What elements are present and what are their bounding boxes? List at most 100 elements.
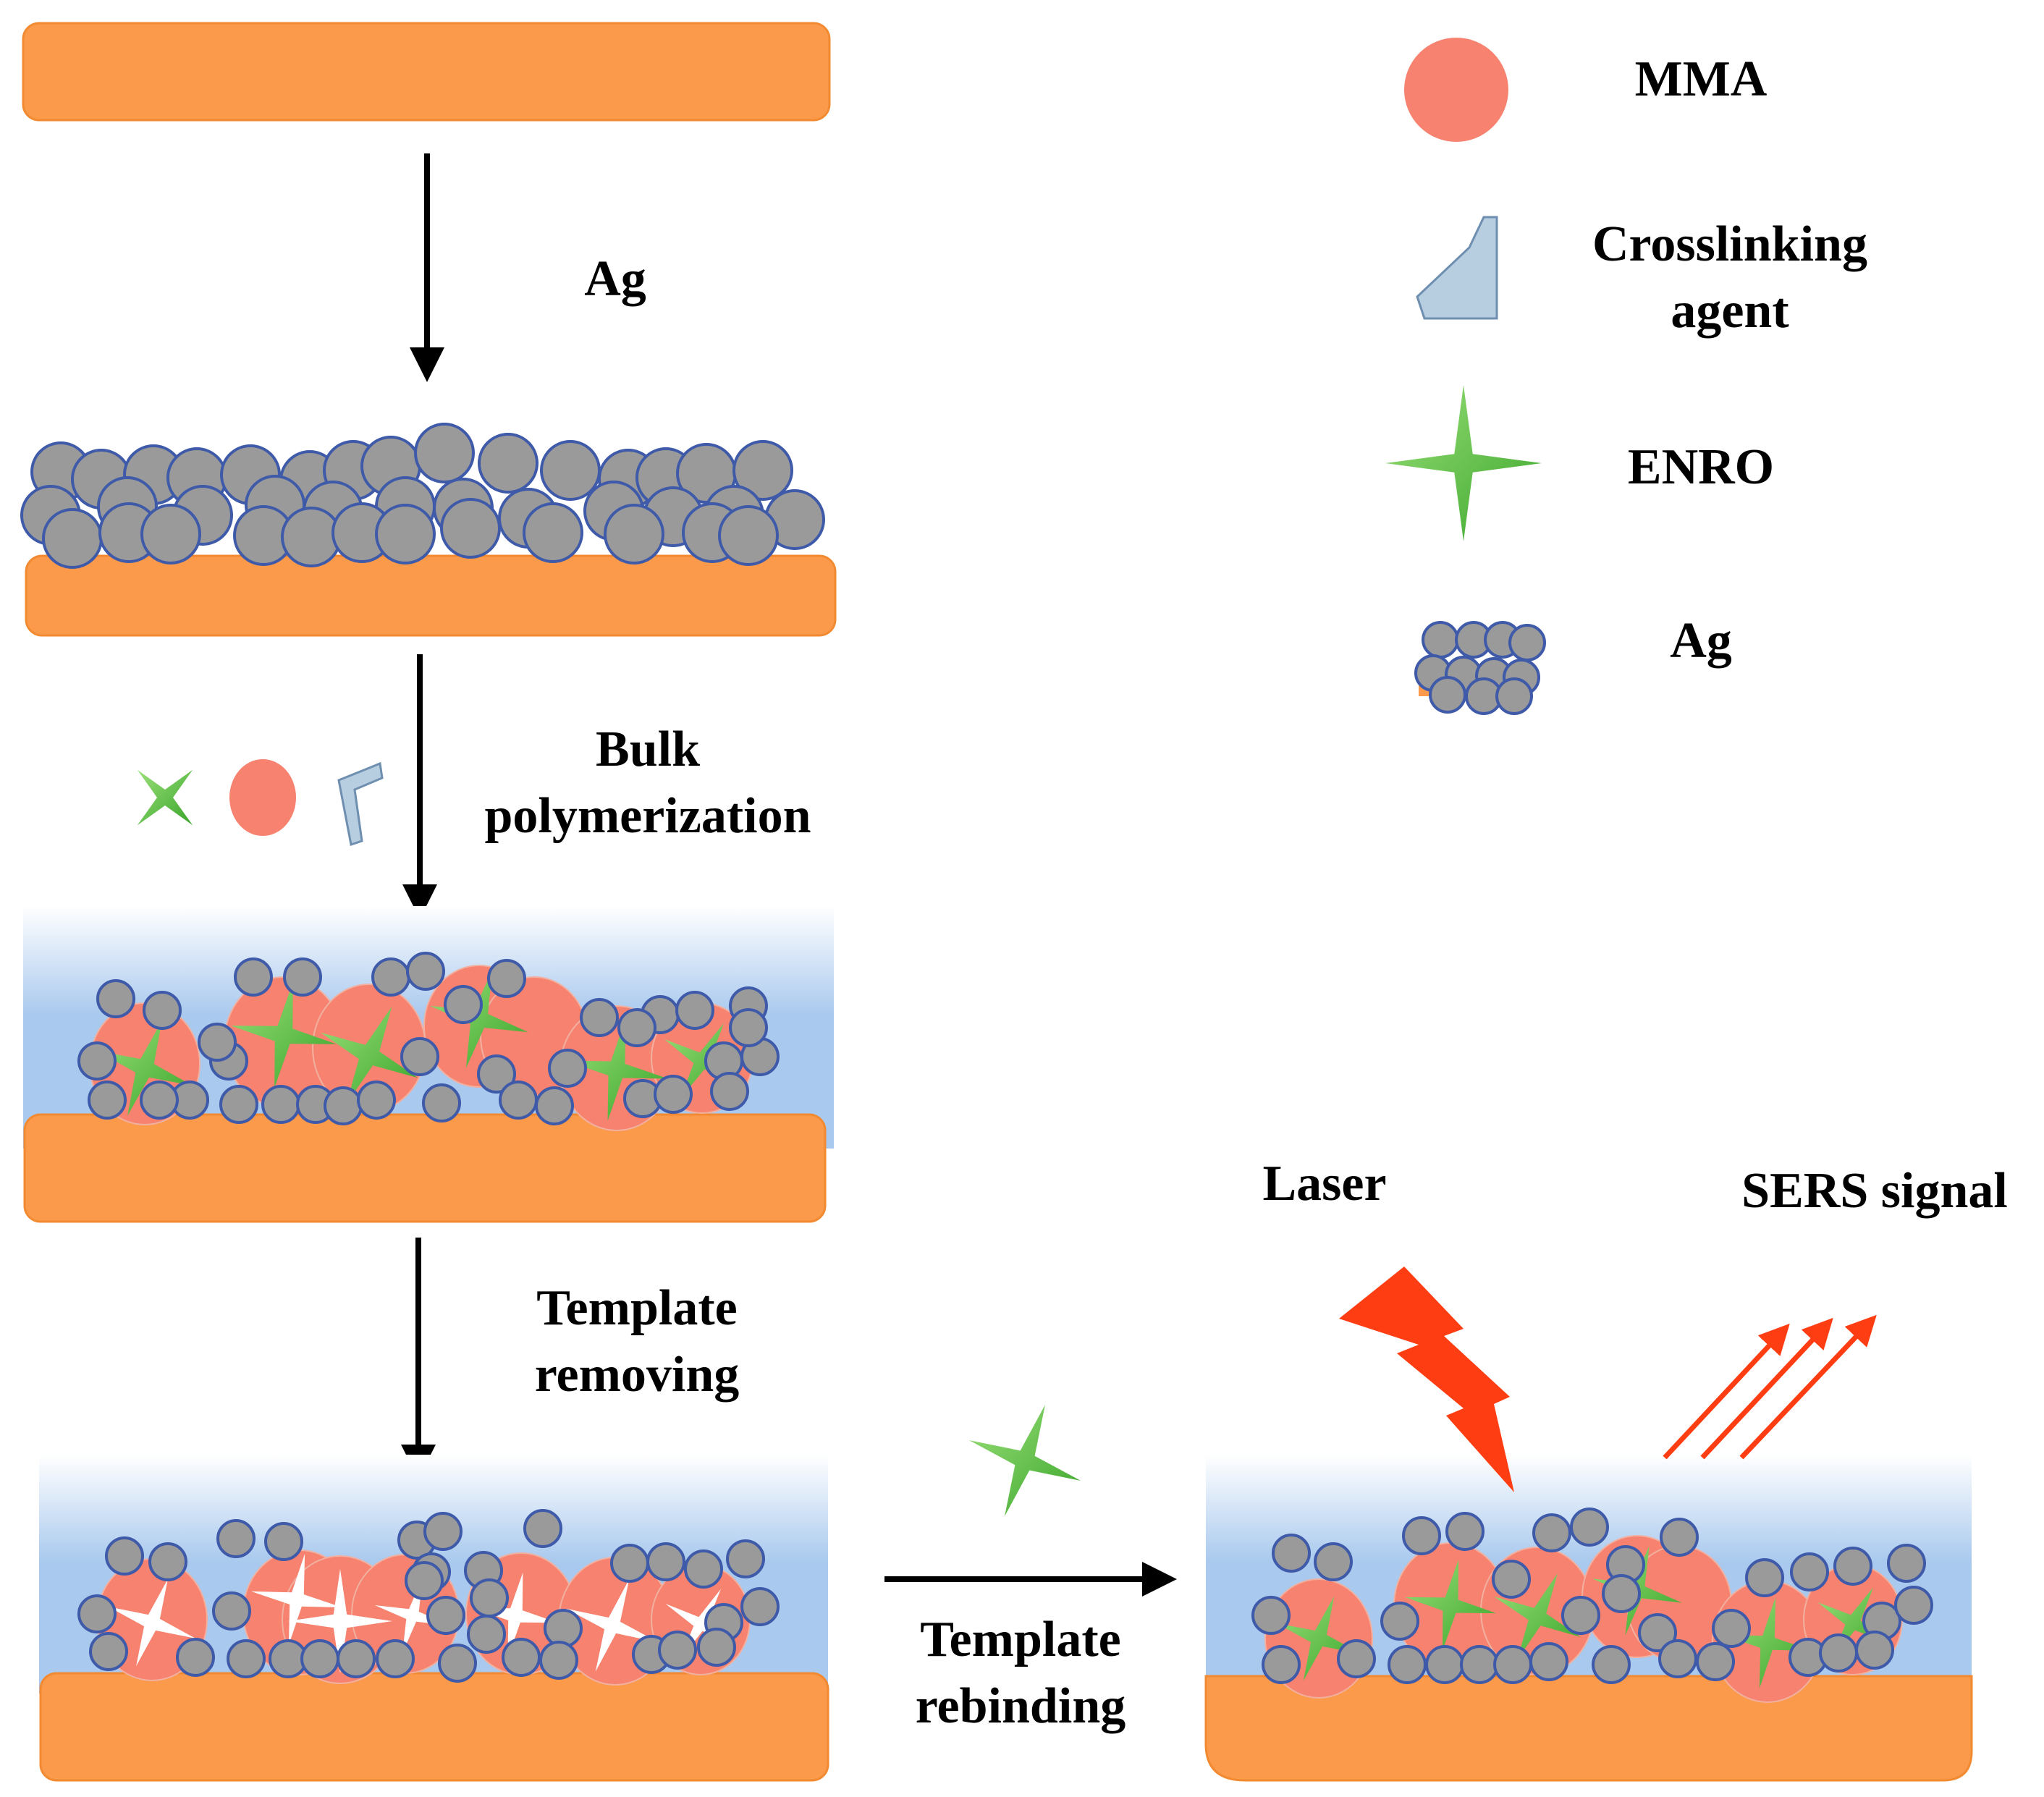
ag-nanoparticle (105, 1536, 144, 1576)
ag-nanoparticle (324, 1086, 363, 1125)
ag-nanoparticle (478, 433, 539, 494)
ag-nanoparticle (502, 1638, 541, 1677)
ag-nanoparticle (658, 1631, 697, 1670)
mip-cavity-layer (77, 1509, 780, 1686)
ag-nanoparticle (1380, 1602, 1419, 1641)
stage-bare-substrate (22, 22, 831, 122)
ag-nanoparticle (234, 957, 273, 997)
step-label-template-removing: Template removing (534, 1280, 740, 1403)
ag-nanoparticle (477, 1054, 516, 1094)
ag-nanoparticle (371, 957, 410, 997)
substrate-bar (1204, 1675, 1973, 1782)
enro-star-shape (137, 769, 193, 826)
ag-nanoparticle (1887, 1544, 1926, 1583)
ag-nanoparticle (42, 508, 103, 569)
enro-star-shape (1385, 385, 1542, 541)
enro-template (97, 1020, 193, 1116)
ag-nanoparticle (1422, 621, 1459, 659)
ag-nanoparticle (535, 1086, 574, 1125)
legend-crosslinking-agent-icon (1416, 216, 1498, 320)
ag-nanoparticle (1402, 1516, 1441, 1555)
ag-nanoparticle (470, 1578, 509, 1618)
ag-nanoparticle (523, 502, 583, 563)
ag-nanoparticle (140, 1081, 179, 1120)
ag-nanoparticle (1445, 1512, 1485, 1551)
ag-nanoparticle (1561, 1596, 1600, 1635)
ag-nanoparticle (1529, 1642, 1568, 1681)
ag-nanoparticle (422, 1083, 461, 1122)
stage-template-removed (39, 1455, 829, 1782)
ag-nanoparticle (654, 1075, 693, 1114)
mma-sphere-icon (229, 759, 296, 836)
enro-star-icon (137, 769, 193, 826)
ag-nanoparticle (1429, 676, 1466, 714)
legend-ag-nanoparticle-layer-icon (1414, 621, 1546, 715)
ag-nanoparticle (1855, 1631, 1894, 1670)
step-label-ag: Ag (584, 251, 646, 307)
ag-nanoparticle (1833, 1547, 1872, 1586)
ag-nanoparticle (617, 1008, 656, 1047)
step-label-bulk-polymerization: Bulk polymerization (484, 722, 811, 844)
ag-nanoparticle (77, 1594, 117, 1633)
ag-nanoparticle (1696, 1642, 1735, 1681)
ag-nanoparticle (440, 498, 501, 559)
enro-star-icon (968, 1404, 1081, 1517)
stage-rebound-detection (1204, 1267, 1973, 1782)
ag-nanoparticle (438, 1644, 477, 1683)
ag-nanoparticle (580, 998, 619, 1037)
legend-mma-sphere-icon (1404, 38, 1508, 142)
ag-nanoparticle (1272, 1534, 1311, 1573)
enro-star-shape (968, 1404, 1081, 1517)
ag-nanoparticle (646, 1542, 685, 1581)
ag-nanoparticle (697, 1628, 736, 1667)
enro-template (320, 1006, 418, 1104)
legend-enro-star-icon (1385, 385, 1542, 541)
ag-nanoparticle (212, 1591, 251, 1631)
ag-nanoparticle (1251, 1596, 1291, 1635)
substrate-bar (39, 1672, 829, 1782)
ag-nanoparticle (227, 1639, 266, 1678)
ag-nanoparticle (176, 1638, 215, 1677)
substrate-bar (23, 1113, 827, 1223)
ag-nanoparticle (283, 957, 322, 997)
reagent-icons (137, 759, 384, 846)
sers-signal-ray (1663, 1323, 1790, 1460)
enro-cavity (251, 1554, 342, 1645)
legend-label-ag: Ag (1670, 613, 1732, 669)
ag-nanoparticle (414, 423, 475, 483)
ag-nanoparticle (1508, 624, 1546, 661)
ag-nanoparticle (1262, 1645, 1301, 1684)
enro-cavity (665, 1589, 736, 1659)
ag-nanoparticle (548, 1049, 587, 1088)
ag-nanoparticle (219, 1085, 258, 1124)
ag-nanoparticle (143, 991, 182, 1030)
enro-rebound (1276, 1596, 1361, 1681)
ag-nanoparticle (718, 505, 779, 566)
ag-nanoparticle (1790, 1552, 1829, 1591)
ag-nanoparticle (1460, 1645, 1499, 1684)
ag-nanoparticle (375, 504, 436, 565)
ag-nanoparticle (1570, 1508, 1609, 1547)
legend (1385, 38, 1546, 715)
ag-nanoparticle (376, 1639, 415, 1678)
ag-nanoparticle (729, 1008, 768, 1047)
ag-nanoparticle (740, 1587, 780, 1626)
ag-nanoparticle (406, 952, 445, 991)
legend-label-crosslinking-agent: Crosslinking agent (1592, 216, 1867, 339)
ag-nanoparticle (1492, 1560, 1531, 1599)
ag-nanoparticle (1493, 1645, 1532, 1684)
enro-cavity (472, 1572, 559, 1659)
ag-nanoparticle (216, 1519, 255, 1558)
ag-nanoparticle (1712, 1609, 1751, 1648)
enro-template (565, 1018, 668, 1121)
enro-template (430, 970, 528, 1068)
laser-bolt-icon (1339, 1267, 1514, 1492)
ag-nanoparticle (148, 1542, 187, 1581)
ag-nanoparticle (281, 507, 342, 567)
stage-imprinted-polymer (23, 906, 834, 1223)
ag-nanoparticle (96, 979, 135, 1018)
enro-rebound (1405, 1560, 1496, 1651)
crosslinking-agent-icon (337, 761, 384, 846)
ag-nanoparticle (467, 1615, 506, 1654)
